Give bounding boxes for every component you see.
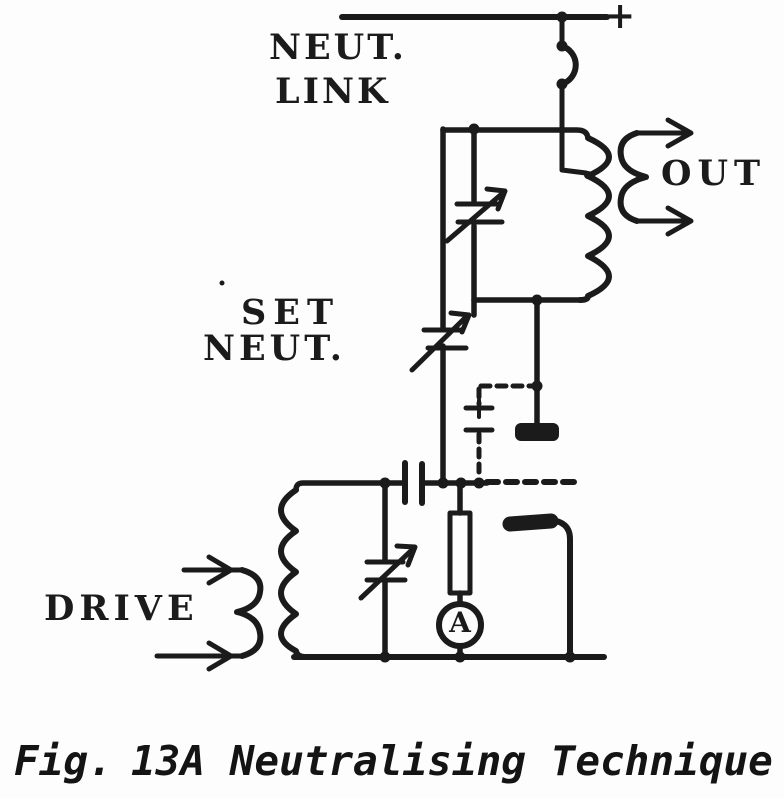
ammeter-letter: A: [449, 606, 471, 639]
tank-tuning-capacitor-icon: [444, 186, 508, 244]
label-drive: DRIVE: [44, 588, 199, 629]
drive-tuning-capacitor-icon: [358, 480, 418, 660]
supply-polarity-symbol: +: [605, 0, 636, 37]
valve-grid: [421, 477, 584, 489]
label-out: OUT: [661, 153, 767, 194]
caption-title: 13A Neutralising Technique: [131, 737, 773, 785]
valve-anode: [515, 297, 559, 441]
ammeter-icon: [436, 601, 484, 660]
label-link: LINK: [275, 71, 391, 112]
label-set-neut: NEUT.: [203, 328, 346, 369]
neutralising-capacitor-icon: [409, 310, 472, 373]
coupling-capacitor-icon: [402, 460, 425, 506]
label-set: SET: [241, 292, 340, 333]
internal-capacitance-dashed: [463, 383, 536, 482]
output-tank-coil: [577, 135, 612, 303]
neut-link-symbol: [556, 11, 589, 176]
output-coupling-link: [617, 117, 694, 237]
label-neut: NEUT.: [269, 27, 407, 68]
ink-speck: [219, 280, 225, 286]
drive-coupling-link: [154, 554, 264, 672]
valve-cathode: [502, 513, 573, 660]
drive-tank-coil: [278, 487, 308, 660]
grid-resistor-icon: [447, 480, 473, 607]
caption-fig-label: Fig.: [14, 737, 113, 785]
